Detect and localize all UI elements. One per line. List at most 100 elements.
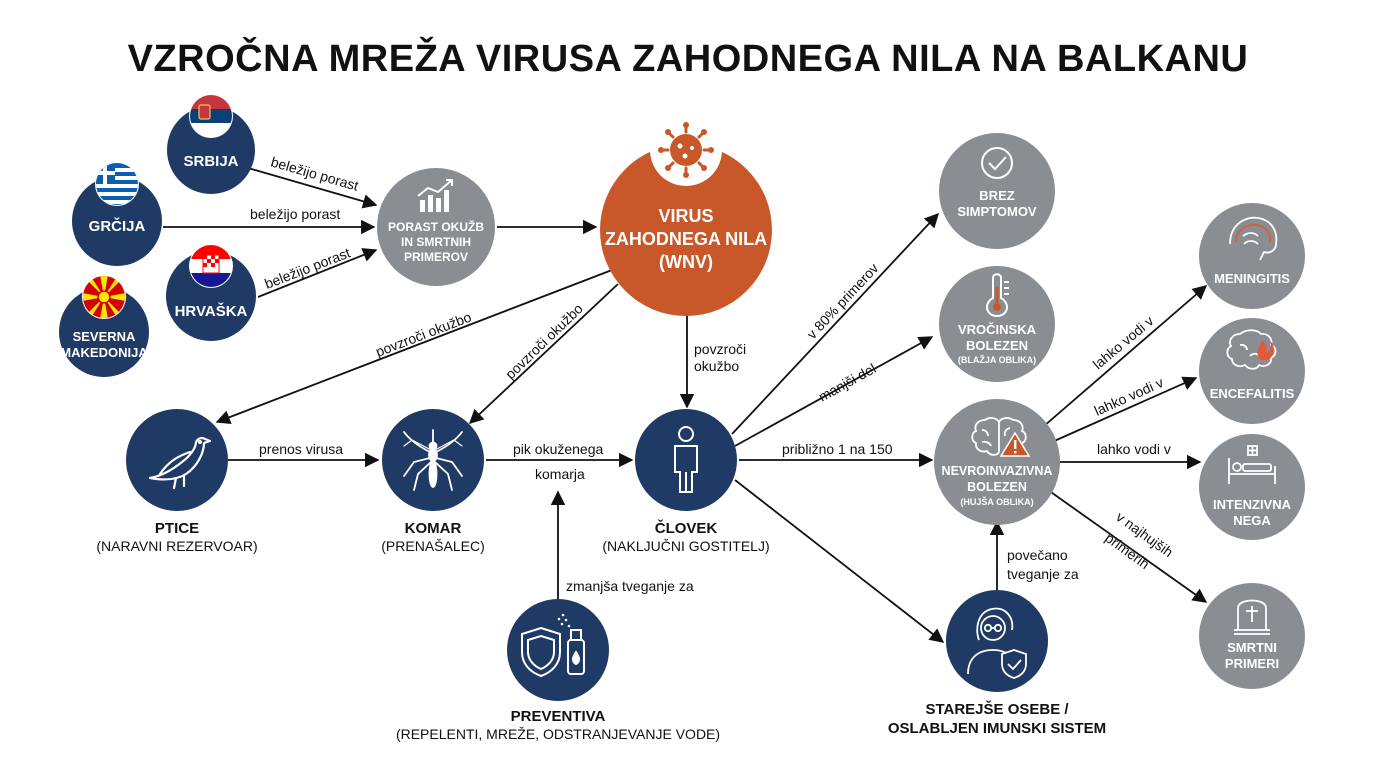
meningitis-label: MENINGITIS: [1214, 271, 1290, 286]
node-makedonija: SEVERNA MAKEDONIJA: [59, 275, 149, 377]
preventiva-caption: PREVENTIVA: [511, 708, 606, 725]
nevro-sub: (HUJŠA OBLIKA): [960, 496, 1033, 507]
porast-line1: PORAST OKUŽB: [388, 219, 484, 234]
label-starejse-nevro-2: tveganje za: [1007, 566, 1079, 582]
node-vrocinska: VROČINSKA BOLEZEN (BLAŽJA OBLIKA): [939, 266, 1055, 382]
check-circle-icon: [981, 147, 1013, 179]
brain-warning-icon: [971, 417, 1031, 457]
greece-flag-icon: [95, 162, 139, 206]
shield-spray-icon: [521, 613, 585, 678]
srbija-label: SRBIJA: [183, 153, 238, 170]
label-nevro-meningitis: lahko vodi v: [1090, 313, 1157, 373]
grcija-label: GRČIJA: [89, 217, 146, 235]
label-preventiva-komar: zmanjša tveganje za: [566, 578, 694, 594]
diagram-title: VZROČNA MREŽA VIRUSA ZAHODNEGA NILA NA B…: [127, 38, 1249, 80]
node-clovek: ČLOVEK (NAKLJUČNI GOSTITELJ): [602, 409, 770, 554]
label-komar-clovek-2: komarja: [535, 466, 585, 482]
hospital-bed-icon: [1228, 445, 1276, 484]
ptice-caption: PTICE: [155, 520, 199, 537]
node-virus: VIRUS ZAHODNEGA NILA (WNV): [600, 114, 772, 316]
thermometer-icon: [985, 273, 1009, 318]
label-hrvaska-porast: beležijo porast: [262, 244, 352, 291]
node-ptice: PTICE (NARAVNI REZERVOAR): [96, 409, 258, 554]
croatia-flag-icon: [189, 244, 233, 288]
edge-srbija-porast: [247, 167, 378, 209]
edge-nevro-meningitis: [1043, 285, 1208, 427]
virus-icon: [650, 114, 722, 186]
node-smrtni: SMRTNI PRIMERI: [1199, 583, 1305, 689]
komar-caption: KOMAR: [405, 520, 462, 537]
north-macedonia-flag-icon: [82, 275, 126, 319]
label-virus-komar: povzroči okužbo: [502, 300, 586, 382]
virus-line3: (WNV): [659, 252, 713, 272]
makedonija-line2: MAKEDONIJA: [60, 345, 148, 360]
person-icon: [674, 426, 698, 493]
clovek-caption: ČLOVEK: [655, 519, 718, 537]
intenzivna-line1: INTENZIVNA: [1213, 497, 1292, 512]
node-komar: KOMAR (PRENAŠALEC): [381, 409, 485, 554]
label-clovek-brez: v 80% primerov: [803, 260, 881, 342]
serbia-flag-icon: [189, 94, 233, 138]
smrtni-line1: SMRTNI: [1227, 640, 1277, 655]
porast-line2: IN SMRTNIH: [401, 235, 471, 249]
virus-line2: ZAHODNEGA NILA: [605, 229, 767, 249]
node-encefalitis: ENCEFALITIS: [1199, 318, 1305, 424]
label-ptice-komar: prenos virusa: [259, 441, 343, 457]
starejse-caption-1: STAREJŠE OSEBE /: [925, 700, 1069, 718]
brez-line2: SIMPTOMOV: [957, 204, 1037, 219]
mosquito-icon: [403, 429, 463, 491]
edge-clovek-brez: [731, 212, 939, 435]
starejse-caption-2: OSLABLJEN IMUNSKI SISTEM: [888, 720, 1106, 737]
node-intenzivna: INTENZIVNA NEGA: [1199, 434, 1305, 540]
ptice-sub: (NARAVNI REZERVOAR): [96, 538, 257, 554]
vrocinska-sub: (BLAŽJA OBLIKA): [958, 354, 1036, 365]
preventiva-sub: (REPELENTI, MREŽE, ODSTRANJEVANJE VODE): [396, 726, 720, 742]
edge-clovek-vrocinska: [734, 336, 934, 447]
edge-nevro-smrtni: [1047, 489, 1208, 603]
node-hrvaska: HRVAŠKA: [166, 244, 256, 341]
node-brez: BREZ SIMPTOMOV: [939, 133, 1055, 249]
vrocinska-line2: BOLEZEN: [966, 338, 1028, 353]
label-clovek-vrocinska: manjši del: [816, 360, 879, 405]
bird-icon: [148, 436, 212, 490]
intenzivna-line2: NEGA: [1233, 513, 1271, 528]
komar-sub: (PRENAŠALEC): [381, 538, 484, 554]
brez-line1: BREZ: [979, 188, 1014, 203]
edge-nevro-encefalitis: [1051, 376, 1198, 443]
edges: [163, 167, 1208, 643]
label-virus-clovek-1: povzroči: [694, 341, 746, 357]
label-virus-ptice: povzroči okužbo: [373, 309, 473, 360]
label-komar-clovek-1: pik okuženega: [513, 441, 604, 457]
encefalitis-label: ENCEFALITIS: [1210, 386, 1295, 401]
makedonija-line1: SEVERNA: [73, 329, 136, 344]
brain-meninges-icon: [1229, 216, 1278, 261]
clovek-sub: (NAKLJUČNI GOSTITELJ): [602, 538, 769, 554]
edge-virus-komar: [468, 283, 619, 424]
node-srbija: SRBIJA: [167, 94, 255, 194]
edge-clovek-starejse: [734, 479, 945, 643]
elderly-person-shield-icon: [967, 607, 1027, 679]
vrocinska-line1: VROČINSKA: [958, 322, 1037, 337]
virus-line1: VIRUS: [658, 206, 713, 226]
brain-inflamed-icon: [1226, 329, 1277, 370]
label-starejse-nevro-1: povečano: [1007, 547, 1068, 563]
node-meningitis: MENINGITIS: [1199, 203, 1305, 309]
label-clovek-nevro: približno 1 na 150: [782, 441, 893, 457]
hrvaska-label: HRVAŠKA: [175, 302, 248, 320]
smrtni-line2: PRIMERI: [1225, 656, 1279, 671]
nevro-line1: NEVROINVAZIVNA: [942, 464, 1053, 478]
node-preventiva: PREVENTIVA (REPELENTI, MREŽE, ODSTRANJEV…: [396, 599, 720, 742]
edge-virus-ptice: [215, 269, 613, 425]
node-porast: PORAST OKUŽB IN SMRTNIH PRIMEROV: [377, 168, 495, 286]
label-virus-clovek-2: okužbo: [694, 358, 739, 374]
node-nevro: NEVROINVAZIVNA BOLEZEN (HUJŠA OBLIKA): [934, 399, 1060, 525]
edge-hrvaska-porast: [257, 248, 378, 298]
rising-chart-icon: [417, 179, 453, 212]
label-grcija-porast: beležijo porast: [250, 206, 340, 222]
label-nevro-intenzivna: lahko vodi v: [1097, 441, 1171, 457]
porast-line3: PRIMEROV: [404, 250, 468, 264]
nevro-line2: BOLEZEN: [967, 480, 1027, 494]
gravestone-icon: [1234, 599, 1270, 635]
node-starejse: STAREJŠE OSEBE / OSLABLJEN IMUNSKI SISTE…: [888, 590, 1106, 737]
